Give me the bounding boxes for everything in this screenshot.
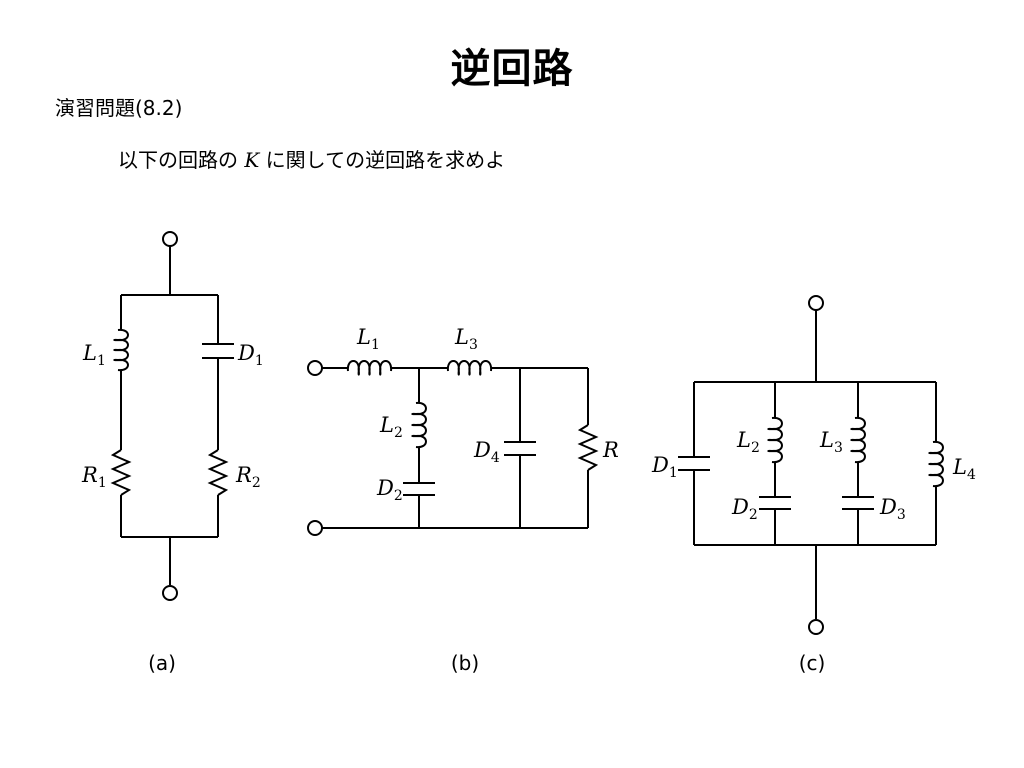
a-resistor-R1 [110, 449, 132, 496]
c-inductor-L3 [850, 416, 866, 464]
b-label-R: R [602, 438, 619, 462]
task-variable: K [244, 148, 260, 172]
b-label-D4: D4 [473, 438, 500, 466]
c-label-D3: D3 [879, 495, 906, 523]
b-label-L2: L2 [379, 413, 403, 441]
task-text: 以下の回路の K に関しての逆回路を求めよ [118, 144, 505, 173]
c-label-L3: L3 [819, 428, 843, 456]
task-before: 以下の回路の [118, 148, 238, 172]
b-caption: (b) [451, 651, 479, 675]
a-terminal-top [162, 231, 178, 247]
a-label-R1: R1 [81, 463, 107, 491]
c-inductor-L2 [767, 416, 783, 464]
b-label-L3: L3 [454, 325, 478, 353]
b-inductor-L1 [346, 360, 393, 376]
c-label-L2: L2 [736, 428, 760, 456]
slide-title: 逆回路 [450, 46, 574, 92]
a-inductor-L1 [113, 328, 129, 372]
a-caption: (a) [148, 651, 176, 675]
b-label-L1: L1 [356, 325, 380, 353]
a-label-D1: D1 [237, 341, 264, 369]
c-label-D1: D1 [651, 453, 678, 481]
task-after: に関しての逆回路を求めよ [265, 148, 506, 172]
c-terminal-bottom [808, 619, 824, 635]
b-terminal-top [307, 360, 323, 376]
a-resistor-R2 [207, 449, 229, 496]
c-inductor-L4 [928, 440, 944, 488]
c-label-L4: L4 [952, 455, 976, 483]
c-label-D2: D2 [731, 495, 758, 523]
a-label-R2: R2 [235, 463, 261, 491]
b-label-D2: D2 [376, 476, 403, 504]
circuit-a: L1 D1 R1 R2 (a) [81, 231, 264, 675]
b-terminal-bottom [307, 520, 323, 536]
c-terminal-top [808, 295, 824, 311]
circuit-b: L1 L3 L2 D2 D4 R (b) [307, 325, 619, 675]
c-caption: (c) [799, 651, 826, 675]
circuit-c: D1 L2 L3 L4 D2 D3 (c) [651, 295, 976, 675]
exercise-label: 演習問題(8.2) [55, 96, 183, 120]
b-resistor-R [577, 424, 599, 471]
b-inductor-L3 [446, 360, 493, 376]
a-terminal-bottom [162, 585, 178, 601]
a-label-L1: L1 [82, 341, 106, 369]
b-inductor-L2 [411, 401, 427, 449]
